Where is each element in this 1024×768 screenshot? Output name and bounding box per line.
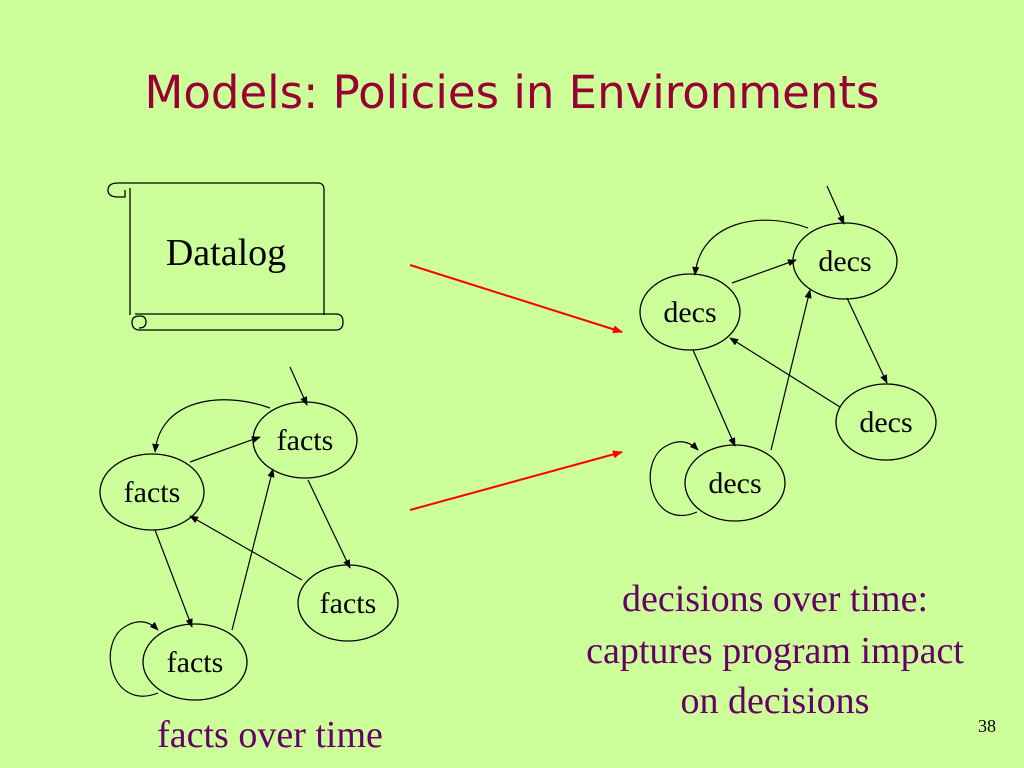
decs-edge-top-to-right — [846, 297, 888, 384]
facts-edge-bottom-self-loop — [109, 621, 159, 697]
datalog-label: Datalog — [166, 232, 286, 274]
datalog-scroll: Datalog — [107, 182, 344, 331]
slide-title: Models: Policies in Environments — [144, 66, 880, 119]
decs-caption: decisions over time: captures program im… — [520, 576, 1024, 724]
facts-edge-incoming — [289, 366, 308, 406]
decs-node-left-label: decs — [663, 296, 716, 329]
facts-node-left — [99, 453, 205, 531]
facts-node-right — [297, 564, 399, 642]
decs-edge-right-to-left — [729, 337, 841, 408]
decs-edge-bottom-to-top — [770, 289, 812, 451]
decs-caption-line-1: decisions over time: — [621, 578, 929, 620]
decs-edge-bottom-self-loop — [649, 441, 699, 516]
decs-node-bottom — [684, 444, 786, 522]
facts-edge-top-to-right — [307, 479, 351, 569]
decs-edge-left-to-top — [731, 259, 797, 284]
decs-node-left — [639, 273, 741, 351]
facts-node-top-label: facts — [277, 424, 334, 457]
facts-node-top — [252, 401, 358, 479]
decs-edge-incoming — [826, 185, 845, 225]
facts-node-bottom-label: facts — [167, 646, 224, 679]
decs-node-right-label: decs — [859, 406, 912, 439]
decs-node-top — [792, 222, 898, 300]
facts-edge-right-to-left — [189, 515, 303, 581]
facts-node-right-label: facts — [320, 587, 377, 620]
arrow-datalog-to-decs — [409, 264, 623, 334]
decs-caption-line-2: captures program impact — [586, 630, 964, 672]
facts-graph: facts facts facts facts — [99, 366, 399, 701]
decs-node-top-label: decs — [818, 245, 871, 278]
facts-caption: facts over time — [157, 714, 383, 756]
decs-graph: decs decs decs decs — [639, 185, 937, 522]
facts-node-bottom — [142, 623, 248, 701]
facts-edge-left-to-bottom — [154, 529, 193, 628]
decs-edge-top-to-left — [692, 219, 809, 276]
facts-edge-bottom-to-top — [231, 468, 275, 631]
facts-edge-top-to-left — [152, 399, 271, 453]
decs-caption-line-3: on decisions — [680, 680, 870, 722]
decs-node-right — [835, 383, 937, 461]
facts-node-left-label: facts — [124, 476, 181, 509]
page-number: 38 — [978, 716, 996, 736]
decs-edge-left-to-bottom — [692, 349, 736, 447]
decs-node-bottom-label: decs — [708, 467, 761, 500]
arrow-facts-to-decs — [409, 450, 623, 511]
facts-edge-left-to-top — [189, 436, 261, 463]
